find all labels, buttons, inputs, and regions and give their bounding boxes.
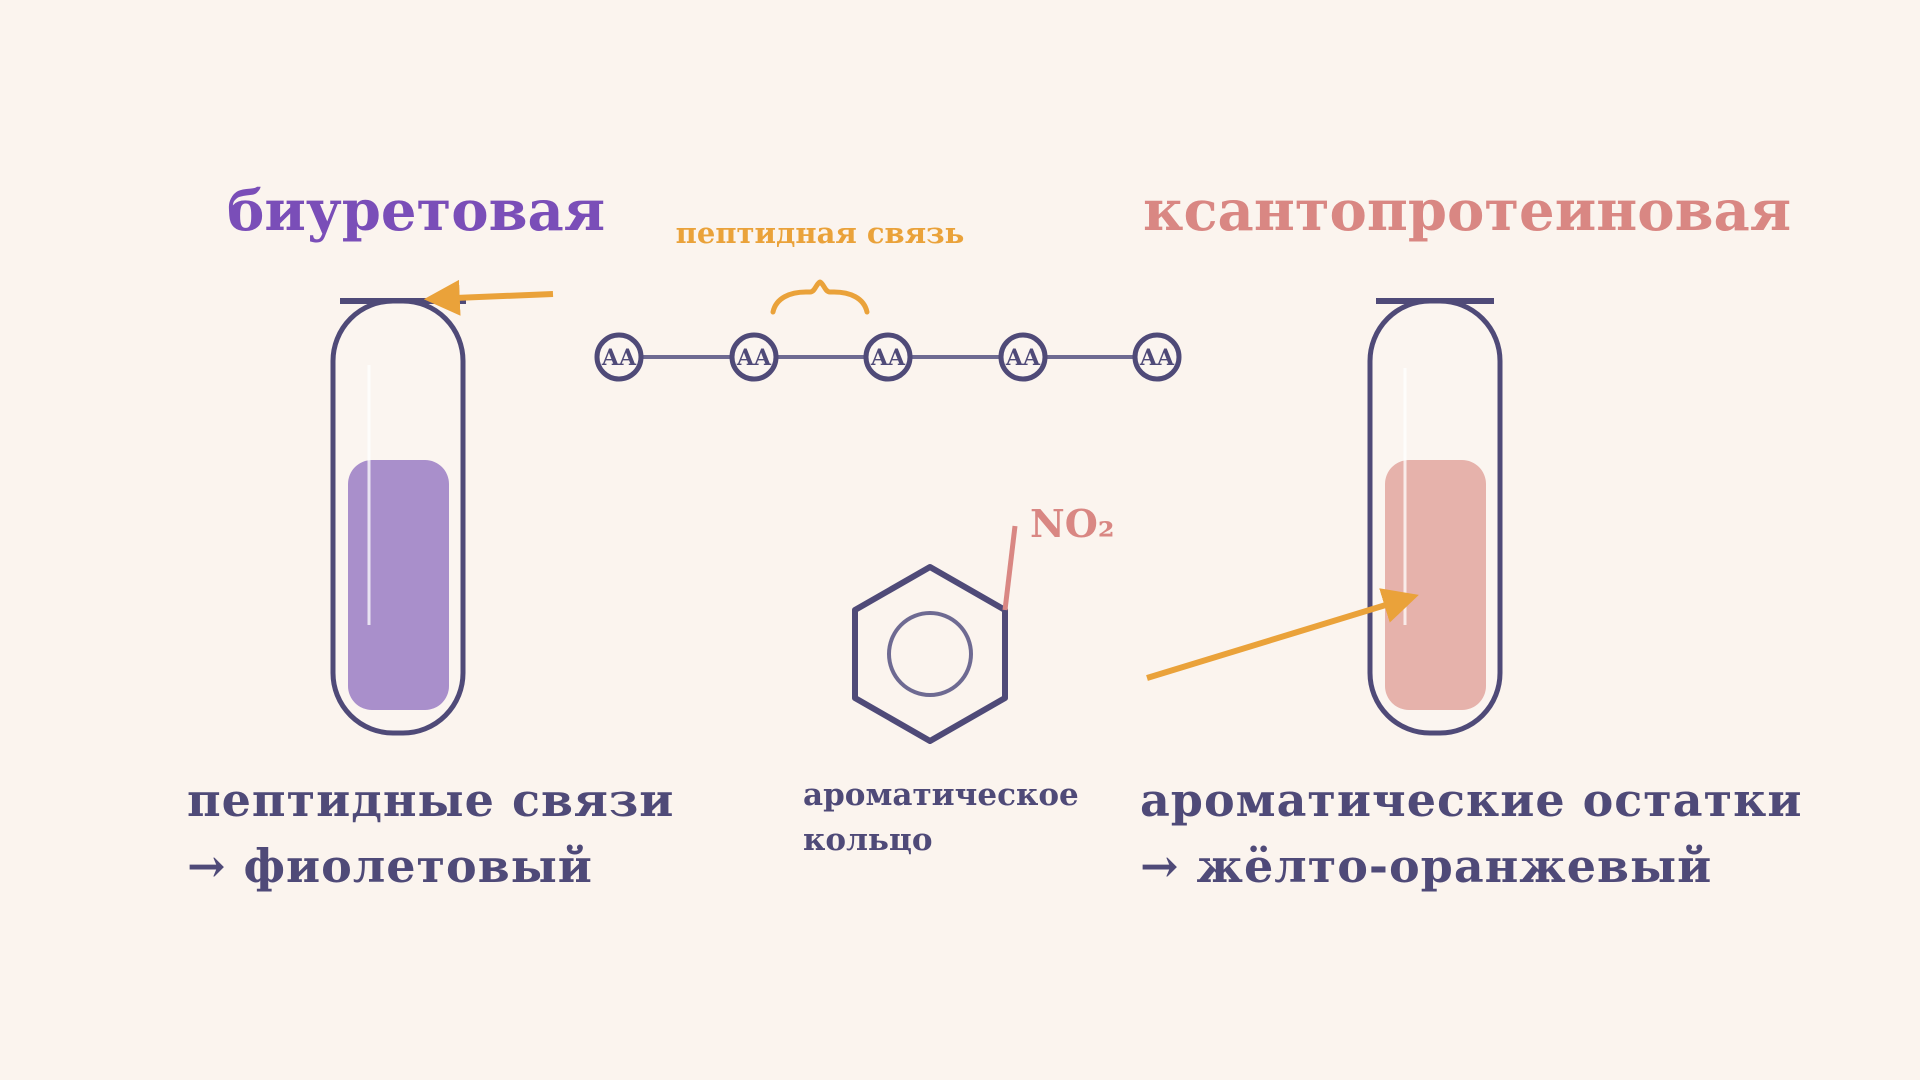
amino-acid-node: AA (594, 332, 644, 382)
amino-acid-label: AA (870, 345, 906, 371)
nitro-group-label: NO₂ (1030, 501, 1114, 546)
ring-caption-line2: кольцо (803, 822, 933, 858)
peptide-bond-brace (770, 279, 870, 315)
test-tube-right (1367, 298, 1503, 736)
ring-caption-line1: ароматическое (803, 777, 1079, 813)
aromatic-ring: NO₂ (852, 501, 1114, 744)
nitro-bond (1002, 525, 1018, 611)
benzene-inner-circle (887, 611, 973, 697)
arrow-to-left-tube (423, 279, 554, 316)
peptide-bond-label: пептидная связь (676, 216, 965, 250)
amino-acid-node: AA (729, 332, 779, 382)
amino-acid-label: AA (736, 345, 772, 371)
amino-acid-node: AA (863, 332, 913, 382)
biuret-caption-line2: → фиолетовый (187, 839, 593, 893)
amino-acid-node: AA (1132, 332, 1182, 382)
biuret-title: биуретовая (227, 178, 605, 244)
xanthoprotein-title: ксантопротеиновая (1143, 178, 1791, 244)
violet-liquid (348, 460, 449, 710)
amino-acid-label: AA (601, 345, 637, 371)
amino-acid-label: AA (1139, 345, 1175, 371)
orange-liquid (1385, 460, 1486, 710)
peptide-chain: AA AA AA AA AA пептидная связь (594, 216, 1182, 382)
xanthoprotein-caption-line1: ароматические остатки (1140, 773, 1802, 827)
biuret-caption-line1: пептидные связи (187, 773, 674, 827)
amino-acid-node: AA (998, 332, 1048, 382)
arrow-to-right-tube (1146, 588, 1419, 681)
xanthoprotein-caption-line2: → жёлто-оранжевый (1140, 839, 1712, 893)
test-tube-left (330, 298, 466, 736)
amino-acid-label: AA (1005, 345, 1041, 371)
benzene-hexagon (852, 564, 1008, 744)
